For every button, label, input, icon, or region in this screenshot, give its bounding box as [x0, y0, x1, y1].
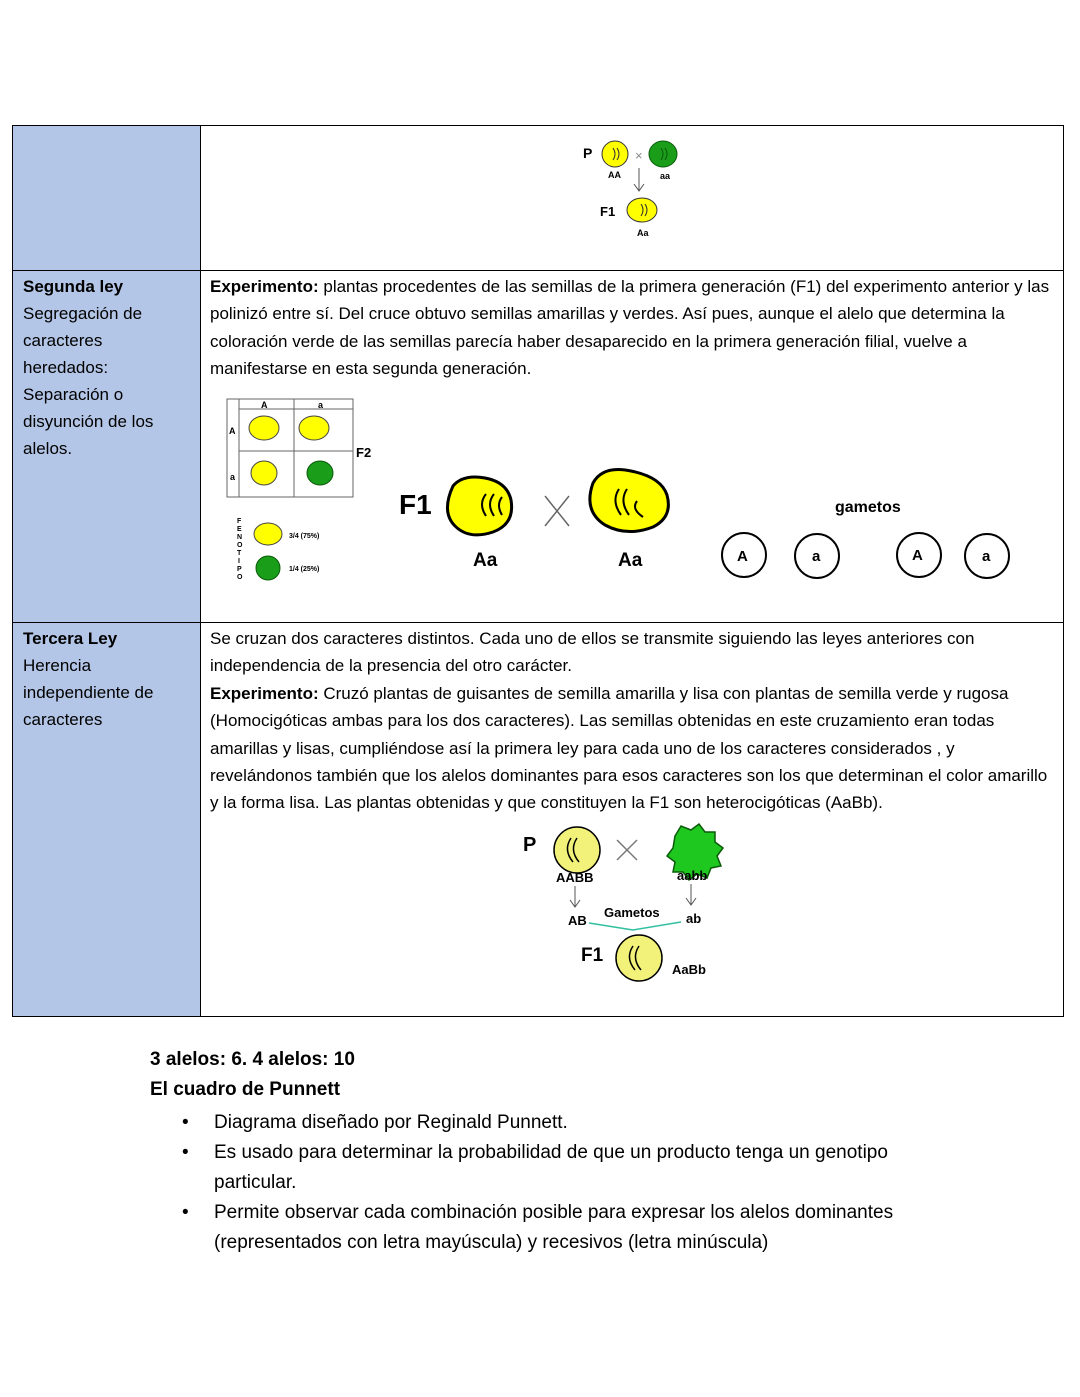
f1-genotype: AaBb [672, 962, 706, 977]
punnett-row-A: A [229, 426, 236, 436]
third-law-paragraph: Se cruzan dos caracteres distintos. Cada… [201, 623, 1063, 819]
ratio-yellow: 3/4 (75%) [289, 533, 319, 540]
f1-genotype: Aa [637, 228, 649, 238]
f1-right-genotype: Aa [618, 550, 643, 571]
gamete-ab: ab [686, 911, 701, 926]
cell-yellow-seed-icon [298, 415, 330, 441]
third-law-subtitle-3: caracteres [23, 710, 103, 729]
cell-yellow-seed-icon [250, 460, 278, 486]
punnett-row-a: a [230, 472, 236, 482]
punnett-col-A: A [261, 400, 268, 410]
cross-sign: × [635, 148, 643, 163]
third-law-cross-diagram: P AABB aabb AB Gametos ab F1 [523, 822, 725, 982]
phenotype-green-seed-icon [255, 555, 281, 581]
second-law-title: Segunda ley [23, 277, 124, 296]
genotype-left: AA [608, 170, 621, 180]
bullet-item: Permite observar cada combinación posibl… [150, 1198, 940, 1258]
green-wrinkled-seed-icon [665, 822, 725, 882]
gametos-label: Gametos [604, 905, 660, 920]
gamete-circle [721, 532, 767, 578]
fenotipo-letter: O [237, 542, 243, 549]
row1-right-cell: P × AA aa F1 Aa [200, 125, 1064, 270]
gamete-circle [896, 532, 942, 578]
third-law-title: Tercera Ley [23, 629, 118, 648]
experiment-label: Experimento: [210, 683, 319, 703]
f1-cross-label: F1 [399, 489, 432, 520]
gamete-label: a [982, 548, 991, 565]
row3-left-cell: Tercera Ley Herencia independiente de ca… [12, 622, 200, 1017]
second-law-subtitle-5: disyunción de los [23, 412, 154, 431]
row2-right-cell: Experimento: plantas procedentes de las … [200, 270, 1064, 622]
row2-left-cell: Segunda ley Segregación de caracteres he… [12, 270, 200, 622]
phenotype-yellow-seed-icon [253, 522, 283, 546]
f1-yellow-seed-icon [615, 934, 663, 982]
second-law-subtitle-2: caracteres [23, 331, 103, 350]
fenotipo-letter: T [237, 550, 242, 557]
fenotipo-letter: O [237, 574, 243, 581]
f2-label: F2 [356, 445, 371, 460]
fenotipo-letter: P [237, 566, 242, 573]
p-label: P [583, 145, 592, 161]
gamete-AB: AB [568, 913, 587, 928]
f1-label: F1 [600, 204, 615, 219]
second-law-subtitle-1: Segregación de [23, 304, 143, 323]
alleles-count-line: 3 alelos: 6. 4 alelos: 10 [150, 1049, 355, 1070]
row1-left-cell [12, 125, 200, 270]
third-law-intro: Se cruzan dos caracteres distintos. Cada… [210, 629, 975, 676]
gamete-circle [794, 533, 840, 579]
second-law-subtitle-6: alelos. [23, 439, 73, 458]
punnett-bullet-list: Diagrama diseñado por Reginald Punnett. … [150, 1108, 940, 1258]
experiment-label: Experimento: [210, 277, 319, 296]
second-law-subtitle-3: heredados: [23, 358, 109, 377]
third-law-subtitle-2: independiente de [23, 683, 154, 702]
row3-right-cell: Se cruzan dos caracteres distintos. Cada… [200, 622, 1064, 1017]
gametos-label: gametos [835, 499, 901, 516]
second-law-diagrams: A a A a F2 F E N O T I P O [226, 398, 1010, 581]
laws-table: P × AA aa F1 Aa Segunda ley Segregació [12, 125, 1064, 1017]
punnett-square: A a A a F2 F E N O T I P O [226, 398, 371, 581]
yellow-smooth-seed-icon [553, 826, 601, 874]
row-third-law: Tercera Ley Herencia independiente de ca… [12, 622, 1064, 1017]
third-law-subtitle-1: Herencia [23, 656, 92, 675]
genotype-aabb-left: AABB [556, 870, 594, 885]
fenotipo-letter: N [237, 534, 242, 541]
punnett-heading: El cuadro de Punnett [150, 1079, 341, 1100]
p-label: P [523, 834, 536, 856]
gamete-label: A [737, 548, 748, 565]
gamete-circle [964, 533, 1010, 579]
bullet-item: Diagrama diseñado por Reginald Punnett. [150, 1108, 940, 1138]
cell-yellow-seed-icon [248, 415, 280, 441]
second-law-experiment-paragraph: Experimento: plantas procedentes de las … [201, 271, 1063, 385]
row-second-law: Segunda ley Segregación de caracteres he… [12, 270, 1064, 622]
fenotipo-letter: E [237, 526, 242, 533]
f1-label: F1 [581, 945, 604, 966]
f1-left-genotype: Aa [473, 550, 498, 571]
experiment-text: Cruzó plantas de guisantes de semilla am… [210, 683, 1048, 813]
ratio-green: 1/4 (25%) [289, 566, 319, 573]
second-law-subtitle-4: Separación o [23, 385, 124, 404]
row-first-law-diagram: P × AA aa F1 Aa [12, 125, 1064, 270]
genotype-right: aa [660, 171, 671, 181]
genotype-aabb-right: aabb [677, 868, 707, 883]
f1-yellow-seed-icon [626, 197, 658, 223]
punnett-col-a: a [318, 400, 324, 410]
fenotipo-letter: F [237, 518, 242, 525]
cell-green-seed-icon [306, 460, 334, 486]
f1-cross: F1 Aa Aa gametos A a A [399, 468, 1010, 579]
gamete-label: a [812, 548, 821, 565]
fenotipo-letter: I [238, 558, 240, 565]
gamete-label: A [912, 547, 923, 564]
experiment-text: plantas procedentes de las semillas de l… [210, 277, 1050, 379]
bullet-item: Es usado para determinar la probabilidad… [150, 1138, 940, 1198]
first-law-cross-diagram: P × AA aa F1 Aa [583, 140, 678, 238]
